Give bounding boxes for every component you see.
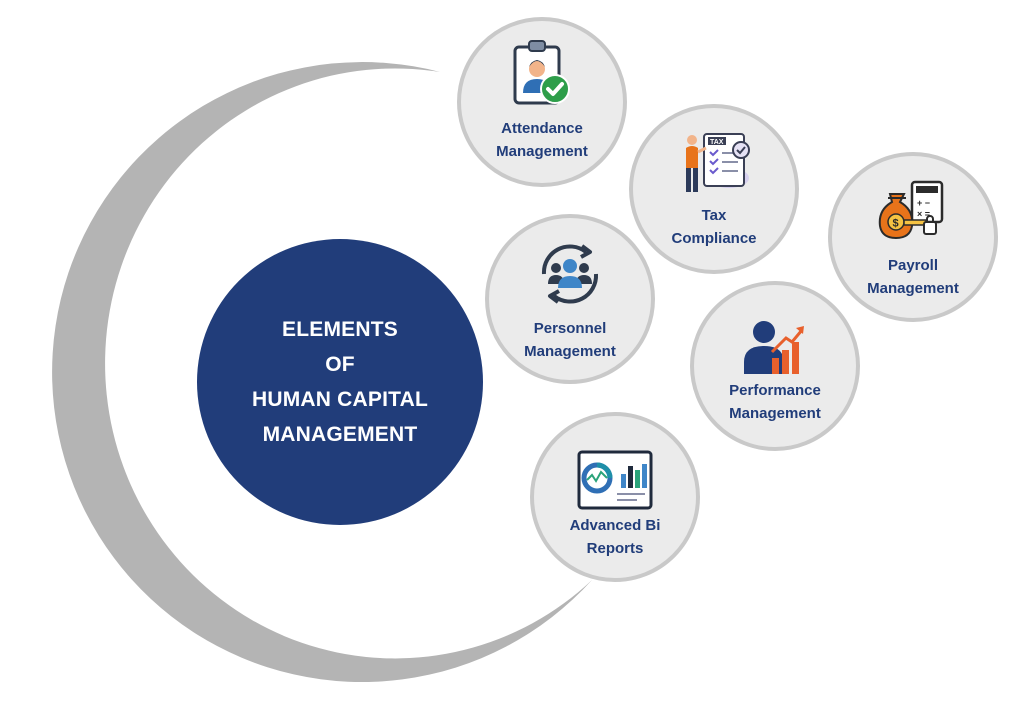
label-line: Advanced Bi <box>534 514 696 537</box>
center-line-2: OF <box>325 347 355 382</box>
label-line: Reports <box>534 537 696 560</box>
node-tax-compliance: TAX Tax Compliance <box>629 104 799 274</box>
money-bag-calculator-icon: + − × = $ <box>878 180 948 247</box>
node-performance-management: Performance Management <box>690 281 860 451</box>
label-line: Management <box>461 140 623 163</box>
center-line-1: ELEMENTS <box>282 312 398 347</box>
clipboard-check-icon <box>509 39 575 112</box>
label-line: Tax <box>633 204 795 227</box>
node-label: Attendance Management <box>461 117 623 163</box>
node-label: Personnel Management <box>489 317 651 363</box>
node-attendance-management: Attendance Management <box>457 17 627 187</box>
node-label: Performance Management <box>694 379 856 425</box>
label-line: Compliance <box>633 227 795 250</box>
label-line: Management <box>489 340 651 363</box>
label-line: Management <box>832 277 994 300</box>
label-line: Personnel <box>489 317 651 340</box>
node-personnel-management: Personnel Management <box>485 214 655 384</box>
tax-document-icon: TAX <box>674 128 754 201</box>
center-line-3: HUMAN CAPITAL <box>252 382 428 417</box>
svg-text:$: $ <box>893 218 899 230</box>
label-line: Management <box>694 402 856 425</box>
person-growth-chart-icon <box>742 318 808 379</box>
node-payroll-management: + − × = $ Payroll Management <box>828 152 998 322</box>
report-dashboard-icon <box>577 450 653 517</box>
label-line: Attendance <box>461 117 623 140</box>
center-line-4: MANAGEMENT <box>263 417 418 452</box>
label-line: Payroll <box>832 254 994 277</box>
central-circle: ELEMENTS OF HUMAN CAPITAL MANAGEMENT <box>197 239 483 525</box>
node-label: Advanced Bi Reports <box>534 514 696 560</box>
node-label: Payroll Management <box>832 254 994 300</box>
svg-text:TAX: TAX <box>710 139 724 146</box>
svg-text:+ −: + − <box>917 198 930 208</box>
node-label: Tax Compliance <box>633 204 795 250</box>
label-line: Performance <box>694 379 856 402</box>
node-advanced-bi-reports: Advanced Bi Reports <box>530 412 700 582</box>
team-cycle-icon <box>534 240 606 313</box>
